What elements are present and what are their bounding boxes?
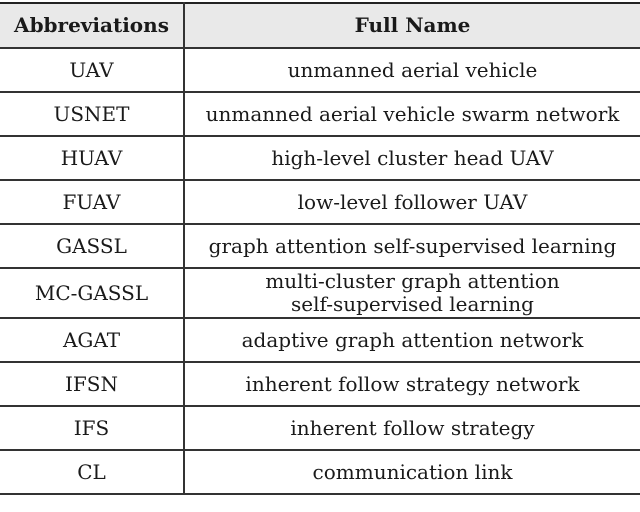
full-name-line-2: self-supervised learning bbox=[291, 292, 534, 316]
header-full-name: Full Name bbox=[354, 13, 471, 37]
abbr-cell: CL bbox=[0, 450, 185, 494]
table-row: GASSL graph attention self-supervised le… bbox=[0, 224, 640, 268]
full-name-cell: multi-cluster graph attention self-super… bbox=[184, 268, 640, 318]
table-row: AGAT adaptive graph attention network bbox=[0, 318, 640, 362]
full-name-cell: low-level follower UAV bbox=[297, 189, 528, 214]
full-name-cell: high-level cluster head UAV bbox=[271, 145, 554, 170]
full-name-cell: graph attention self-supervised learning bbox=[208, 233, 617, 258]
table-row: IFSN inherent follow strategy network bbox=[0, 362, 640, 406]
full-name-cell: unmanned aerial vehicle bbox=[287, 57, 538, 82]
full-name-cell: communication link bbox=[312, 459, 513, 484]
full-name-cell: inherent follow strategy bbox=[290, 415, 535, 440]
abbr-cell: MC-GASSL bbox=[0, 268, 185, 318]
header-abbreviations: Abbreviations bbox=[0, 3, 185, 48]
table-row: USNET unmanned aerial vehicle swarm netw… bbox=[0, 92, 640, 136]
abbr-cell: HUAV bbox=[0, 136, 185, 180]
full-name-cell: adaptive graph attention network bbox=[241, 327, 584, 352]
table-row: MC-GASSL multi-cluster graph attention s… bbox=[0, 268, 640, 318]
abbr-cell: GASSL bbox=[0, 224, 185, 268]
abbr-cell: IFSN bbox=[0, 362, 185, 406]
abbr-cell: AGAT bbox=[0, 318, 185, 362]
full-name-line-1: multi-cluster graph attention bbox=[265, 269, 560, 293]
full-name-cell: inherent follow strategy network bbox=[245, 371, 580, 396]
abbr-cell: FUAV bbox=[0, 180, 185, 224]
abbreviations-table: Abbreviations Full Name UAV unmanned aer… bbox=[0, 2, 640, 495]
abbr-cell: UAV bbox=[0, 48, 185, 92]
header-row: Abbreviations Full Name bbox=[0, 3, 640, 48]
table-row: HUAV high-level cluster head UAV bbox=[0, 136, 640, 180]
full-name-cell: unmanned aerial vehicle swarm network bbox=[205, 101, 620, 126]
abbr-cell: USNET bbox=[0, 92, 185, 136]
abbr-cell: IFS bbox=[0, 406, 185, 450]
table-row: FUAV low-level follower UAV bbox=[0, 180, 640, 224]
table-row: IFS inherent follow strategy bbox=[0, 406, 640, 450]
table-row: CL communication link bbox=[0, 450, 640, 494]
table-row: UAV unmanned aerial vehicle bbox=[0, 48, 640, 92]
